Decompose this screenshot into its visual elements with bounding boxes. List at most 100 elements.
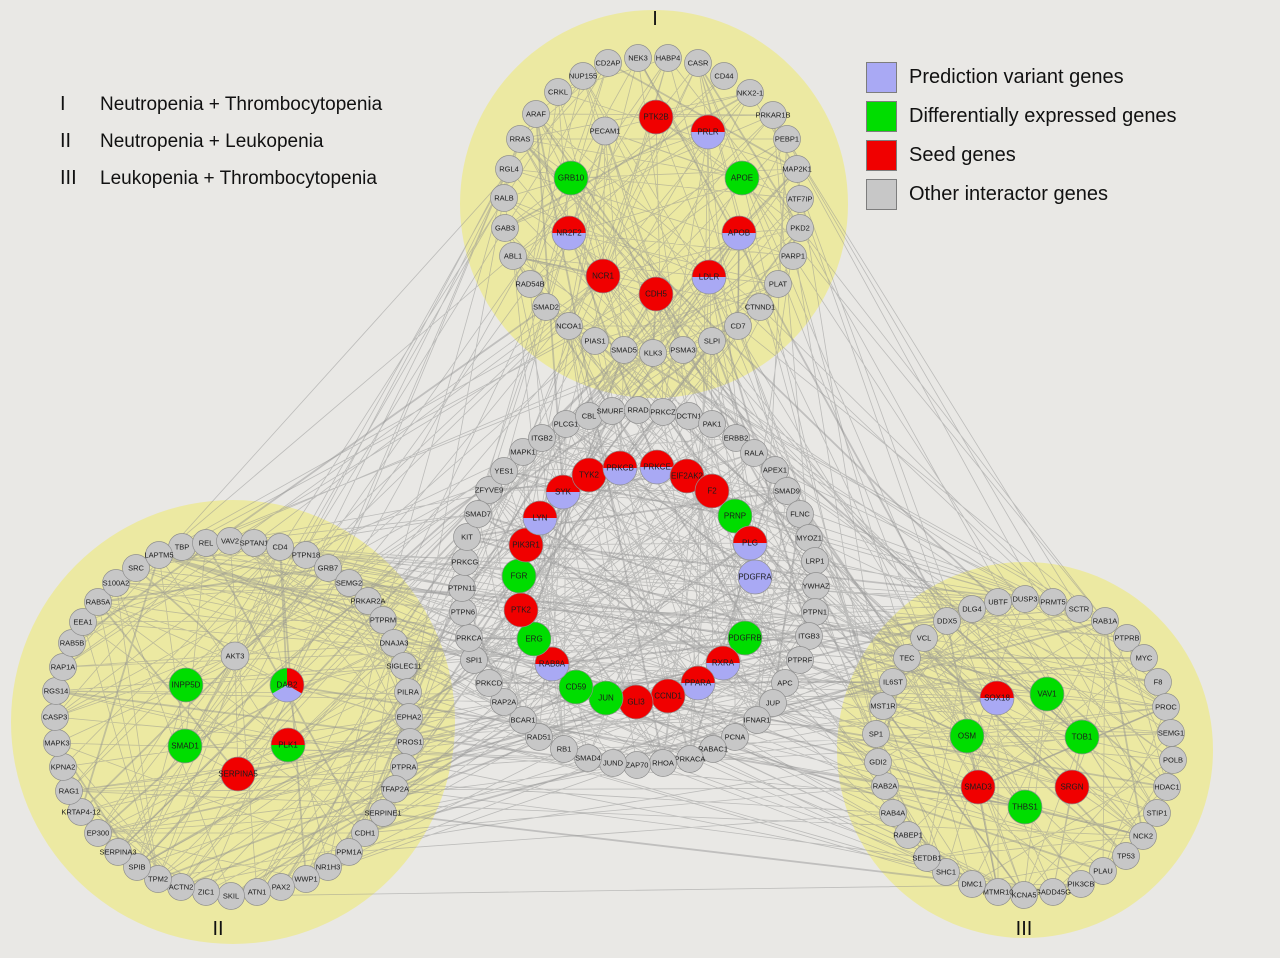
gene-node-PLAT: PLAT: [764, 270, 792, 298]
gene-node-KIT: KIT: [453, 523, 481, 551]
gene-node-APOE: APOE: [724, 160, 760, 196]
gene-node-label: NR2F2: [556, 229, 582, 238]
gene-node-outline: [145, 541, 173, 569]
gene-node-outline: [786, 646, 814, 674]
gene-node-shape: [396, 728, 424, 756]
gene-node-MYC: MYC: [1130, 644, 1158, 672]
gene-node-MST1R: MST1R: [869, 692, 897, 720]
gene-node-outline: [491, 214, 519, 242]
gene-node-shape: [1157, 719, 1185, 747]
gene-node-shape: [1008, 790, 1042, 824]
gene-node-PPM1A: PPM1A: [335, 838, 363, 866]
gene-node-shape: [217, 882, 245, 910]
gene-node-TEC: TEC: [893, 644, 921, 672]
gene-node-shape: [932, 858, 960, 886]
gene-node-top-half: [706, 646, 740, 663]
gene-node-shape: [243, 878, 271, 906]
gene-node-label: KIT: [461, 533, 473, 542]
gene-node-shape: [192, 529, 220, 557]
gene-node-shape: [933, 607, 961, 635]
gene-node-outline: [335, 838, 363, 866]
gene-node-PSMA3: PSMA3: [669, 336, 697, 364]
gene-node-outline: [676, 745, 704, 773]
gene-node-shape: [1067, 870, 1095, 898]
gene-node-ZAP70: ZAP70: [623, 751, 651, 779]
gene-node-label: GDI2: [869, 758, 887, 767]
gene-node-shape: [351, 819, 379, 847]
gene-node-label: LDLR: [699, 273, 720, 282]
gene-node-shape: [1152, 693, 1180, 721]
gene-node-label: PIAS1: [584, 337, 605, 346]
gene-node-label: MST1R: [870, 702, 896, 711]
gene-node-bottom-half: [681, 683, 715, 700]
gene-node-SERPINA5: SERPINA5: [218, 756, 258, 792]
gene-node-RAG1: RAG1: [55, 777, 83, 805]
gene-node-shape: [984, 878, 1012, 906]
gene-node-label: WWP1: [294, 875, 317, 884]
gene-node-outline: [958, 595, 986, 623]
prediction-variant-swatch: [866, 62, 897, 93]
color-legend: Prediction variant genes Differentially …: [866, 62, 1177, 218]
gene-node-label: KPNA2: [51, 763, 76, 772]
gene-node-MYOZ1: MYOZ1: [795, 524, 823, 552]
gene-node-label: APEX1: [763, 466, 787, 475]
gene-node-outline: [144, 865, 172, 893]
gene-node-MAPK1: MAPK1: [509, 438, 537, 466]
gene-node-outline: [555, 312, 583, 340]
gene-node-RALA: RALA: [740, 439, 768, 467]
gene-node-label: F8: [1154, 678, 1163, 687]
gene-node-shape: [550, 735, 578, 763]
gene-node-NCK2: NCK2: [1129, 822, 1157, 850]
gene-node-shape: [168, 729, 202, 763]
gene-node-PARP1: PARP1: [779, 242, 807, 270]
gene-node-shape: [624, 44, 652, 72]
gene-node-PAK1: PAK1: [698, 410, 726, 438]
gene-node-bottom-half: [691, 132, 725, 149]
gene-node-label: PROS1: [397, 738, 422, 747]
gene-node-SPIB: SPIB: [123, 853, 151, 881]
gene-node-label: VCL: [917, 634, 932, 643]
gene-node-label: LRP1: [806, 557, 825, 566]
gene-node-label: IFNAR1: [744, 716, 771, 725]
gene-node-shape: [639, 277, 673, 311]
gene-node-shape: [670, 459, 704, 493]
gene-node-PTK2B: PTK2B: [638, 99, 674, 135]
gene-node-shape: [1112, 842, 1140, 870]
gene-node-label: PTPRF: [788, 656, 813, 665]
gene-node-outline: [553, 160, 589, 196]
gene-node-shape: [559, 670, 593, 704]
gene-node-YWHAZ: YWHAZ: [802, 572, 830, 600]
gene-node-GLI3: GLI3: [618, 684, 654, 720]
legend-label: Other interactor genes: [909, 183, 1108, 205]
gene-node-top-half: [603, 451, 637, 468]
gene-node-shape: [599, 749, 627, 777]
gene-node-RABEP1: RABEP1: [893, 821, 923, 849]
gene-node-PAX2: PAX2: [267, 873, 295, 901]
gene-node-SP1: SP1: [862, 720, 890, 748]
gene-node-outline: [786, 214, 814, 242]
gene-node-SERPINA3: SERPINA3: [99, 838, 137, 866]
gene-node-label: RAB1A: [1093, 617, 1118, 626]
gene-node-outline: [736, 79, 764, 107]
gene-node-shape: [1030, 677, 1064, 711]
gene-node-outline: [786, 185, 814, 213]
gene-node-shape: [104, 838, 132, 866]
gene-node-label: SMAD2: [533, 303, 559, 312]
gene-node-outline: [773, 125, 801, 153]
gene-node-bottom-half: [733, 543, 767, 560]
gene-node-outline: [717, 498, 753, 534]
gene-node-shape: [722, 424, 750, 452]
gene-node-shape: [453, 523, 481, 551]
gene-node-outline: [314, 554, 342, 582]
gene-node-TP53: TP53: [1112, 842, 1140, 870]
gene-node-shape: [335, 838, 363, 866]
gene-node-label: JUP: [766, 699, 780, 708]
gene-node-label: RAB8A: [539, 660, 566, 669]
gene-node-outline: [525, 723, 553, 751]
gene-node-label: PTPN18: [292, 551, 320, 560]
gene-node-GRB10: GRB10: [553, 160, 589, 196]
gene-node-shape: [759, 101, 787, 129]
gene-node-label: PKD2: [790, 224, 810, 233]
gene-node-label: SOX18: [984, 694, 1010, 703]
